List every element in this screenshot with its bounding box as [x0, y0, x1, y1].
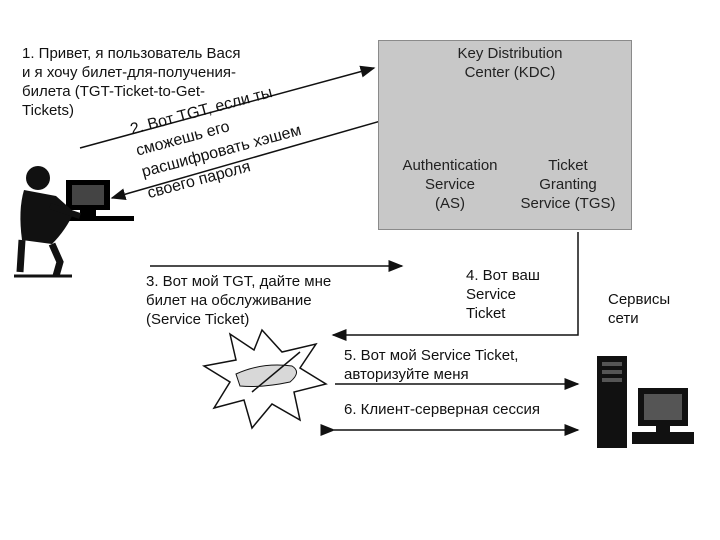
arrow-step2 — [110, 111, 413, 201]
network-services-label: Сервисы сети — [608, 291, 671, 327]
arrow-step4 — [331, 232, 579, 341]
step6-text: 6. Клиент-серверная сессия — [344, 401, 540, 418]
arrow-step1 — [79, 65, 376, 149]
tgs-label: Ticket Granting Service (TGS) — [520, 157, 616, 212]
step5-text: 5. Вот мой Service Ticket, авторизуйте м… — [344, 347, 519, 383]
burst-key-icon — [201, 328, 328, 430]
step4-text: 4. Вот ваш Service Ticket — [466, 267, 540, 322]
kdc-box — [378, 40, 632, 230]
user-at-computer-icon — [14, 166, 134, 278]
network-server-icon — [597, 356, 694, 448]
step1-text: 1. Привет, я пользователь Вася и я хочу … — [22, 45, 241, 119]
as-label: Authentication Service (AS) — [402, 157, 498, 212]
kdc-title: Key Distribution Center (KDC) — [457, 45, 563, 81]
step3-text: 3. Вот мой TGT, дайте мне билет на обслу… — [146, 273, 332, 328]
